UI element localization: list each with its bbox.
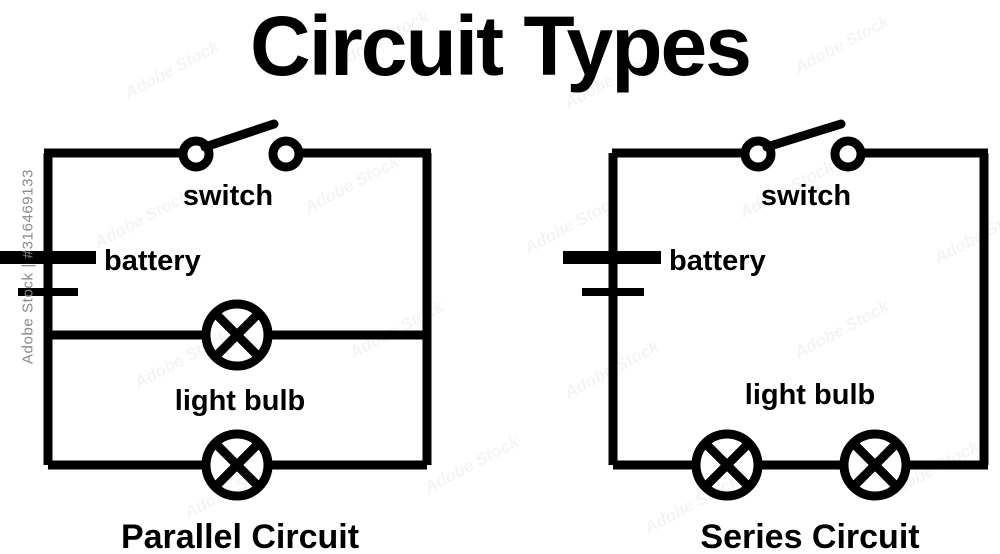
series-switch-label: switch <box>761 180 851 212</box>
series-switch-symbol <box>740 119 866 172</box>
parallel-circuit-caption: Parallel Circuit <box>121 518 359 554</box>
battery-positive-plate-icon <box>0 251 96 264</box>
parallel-switch-label: switch <box>183 180 273 212</box>
battery-positive-plate-icon <box>563 251 661 264</box>
series-light-bulb-1-symbol <box>691 429 763 501</box>
switch-terminal-right-icon <box>830 136 866 172</box>
lamp-cross-icon <box>849 439 901 491</box>
lamp-cross-icon <box>211 309 263 361</box>
series-battery-label: battery <box>669 245 766 277</box>
parallel-battery-symbol <box>0 251 96 296</box>
parallel-light-bulb-1-symbol <box>201 299 273 371</box>
lamp-cross-icon <box>211 439 263 491</box>
series-battery-symbol <box>563 251 661 296</box>
parallel-circuit-group: switch battery light bulb Parallel Circu… <box>0 119 432 554</box>
switch-terminal-right-icon <box>268 136 304 172</box>
parallel-light-bulb-2-symbol <box>201 429 273 501</box>
lamp-cross-icon <box>701 439 753 491</box>
series-circuit-group: switch battery light bulb Series Circuit <box>563 119 989 554</box>
switch-lever-icon <box>200 119 279 152</box>
series-light-bulb-2-symbol <box>839 429 911 501</box>
series-light-bulb-label: light bulb <box>745 379 875 411</box>
parallel-light-bulb-label: light bulb <box>175 385 305 417</box>
switch-lever-icon <box>762 119 846 152</box>
page-title: Circuit Types <box>250 0 752 93</box>
battery-negative-plate-icon <box>582 288 644 296</box>
parallel-battery-label: battery <box>104 245 201 277</box>
parallel-switch-symbol <box>178 119 304 172</box>
series-circuit-caption: Series Circuit <box>700 518 919 554</box>
battery-negative-plate-icon <box>18 288 78 296</box>
